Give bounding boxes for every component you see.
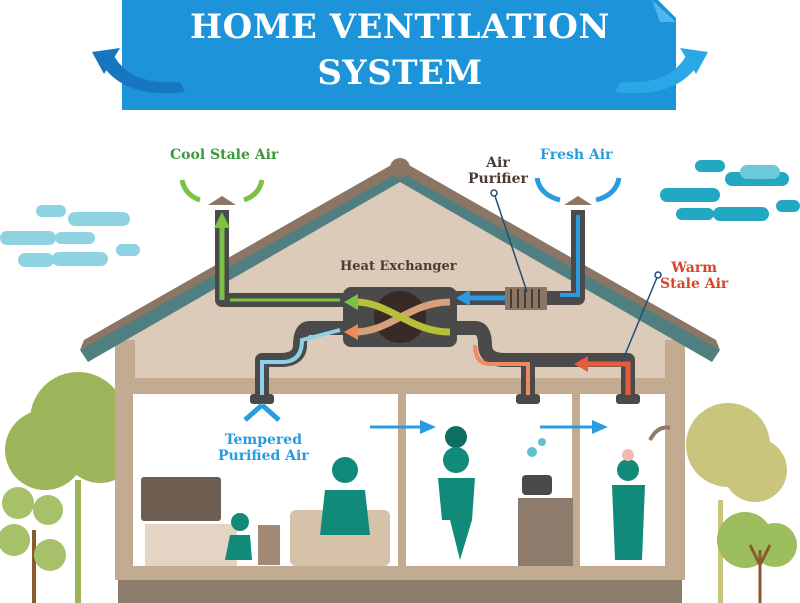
label-warm-stale-air-line2: Stale Air	[660, 276, 729, 293]
air-purifier-icon	[490, 189, 547, 310]
label-warm-stale-air: Warm Stale Air	[660, 260, 728, 292]
label-tempered-line2: Purified Air	[218, 448, 309, 465]
cloud-left-icon	[0, 205, 140, 267]
label-air-purifier-line2: Purifier	[468, 171, 528, 188]
label-heat-exchanger: Heat Exchanger	[340, 259, 457, 274]
label-warm-stale-air-line1: Warm	[671, 260, 718, 276]
vent-caps	[208, 196, 592, 205]
kitchen	[438, 426, 573, 566]
heat-exchanger-icon	[343, 287, 457, 347]
title: HOME VENTILATION SYSTEM	[124, 4, 676, 108]
tree-right-icon	[686, 403, 797, 603]
title-banner	[92, 0, 708, 110]
title-line1: HOME VENTILATION	[189, 7, 611, 47]
label-tempered-line1: Tempered	[224, 432, 303, 448]
cloud-right-icon	[660, 160, 800, 221]
label-cool-stale-air: Cool Stale Air	[170, 147, 279, 163]
title-line2: SYSTEM	[317, 53, 483, 93]
label-tempered-purified-air: Tempered Purified Air	[218, 432, 309, 464]
label-fresh-air: Fresh Air	[540, 147, 613, 163]
label-air-purifier: Air Purifier	[468, 155, 528, 187]
label-air-purifier-line1: Air	[486, 155, 510, 171]
living-room	[141, 457, 390, 566]
bathroom	[612, 425, 671, 560]
